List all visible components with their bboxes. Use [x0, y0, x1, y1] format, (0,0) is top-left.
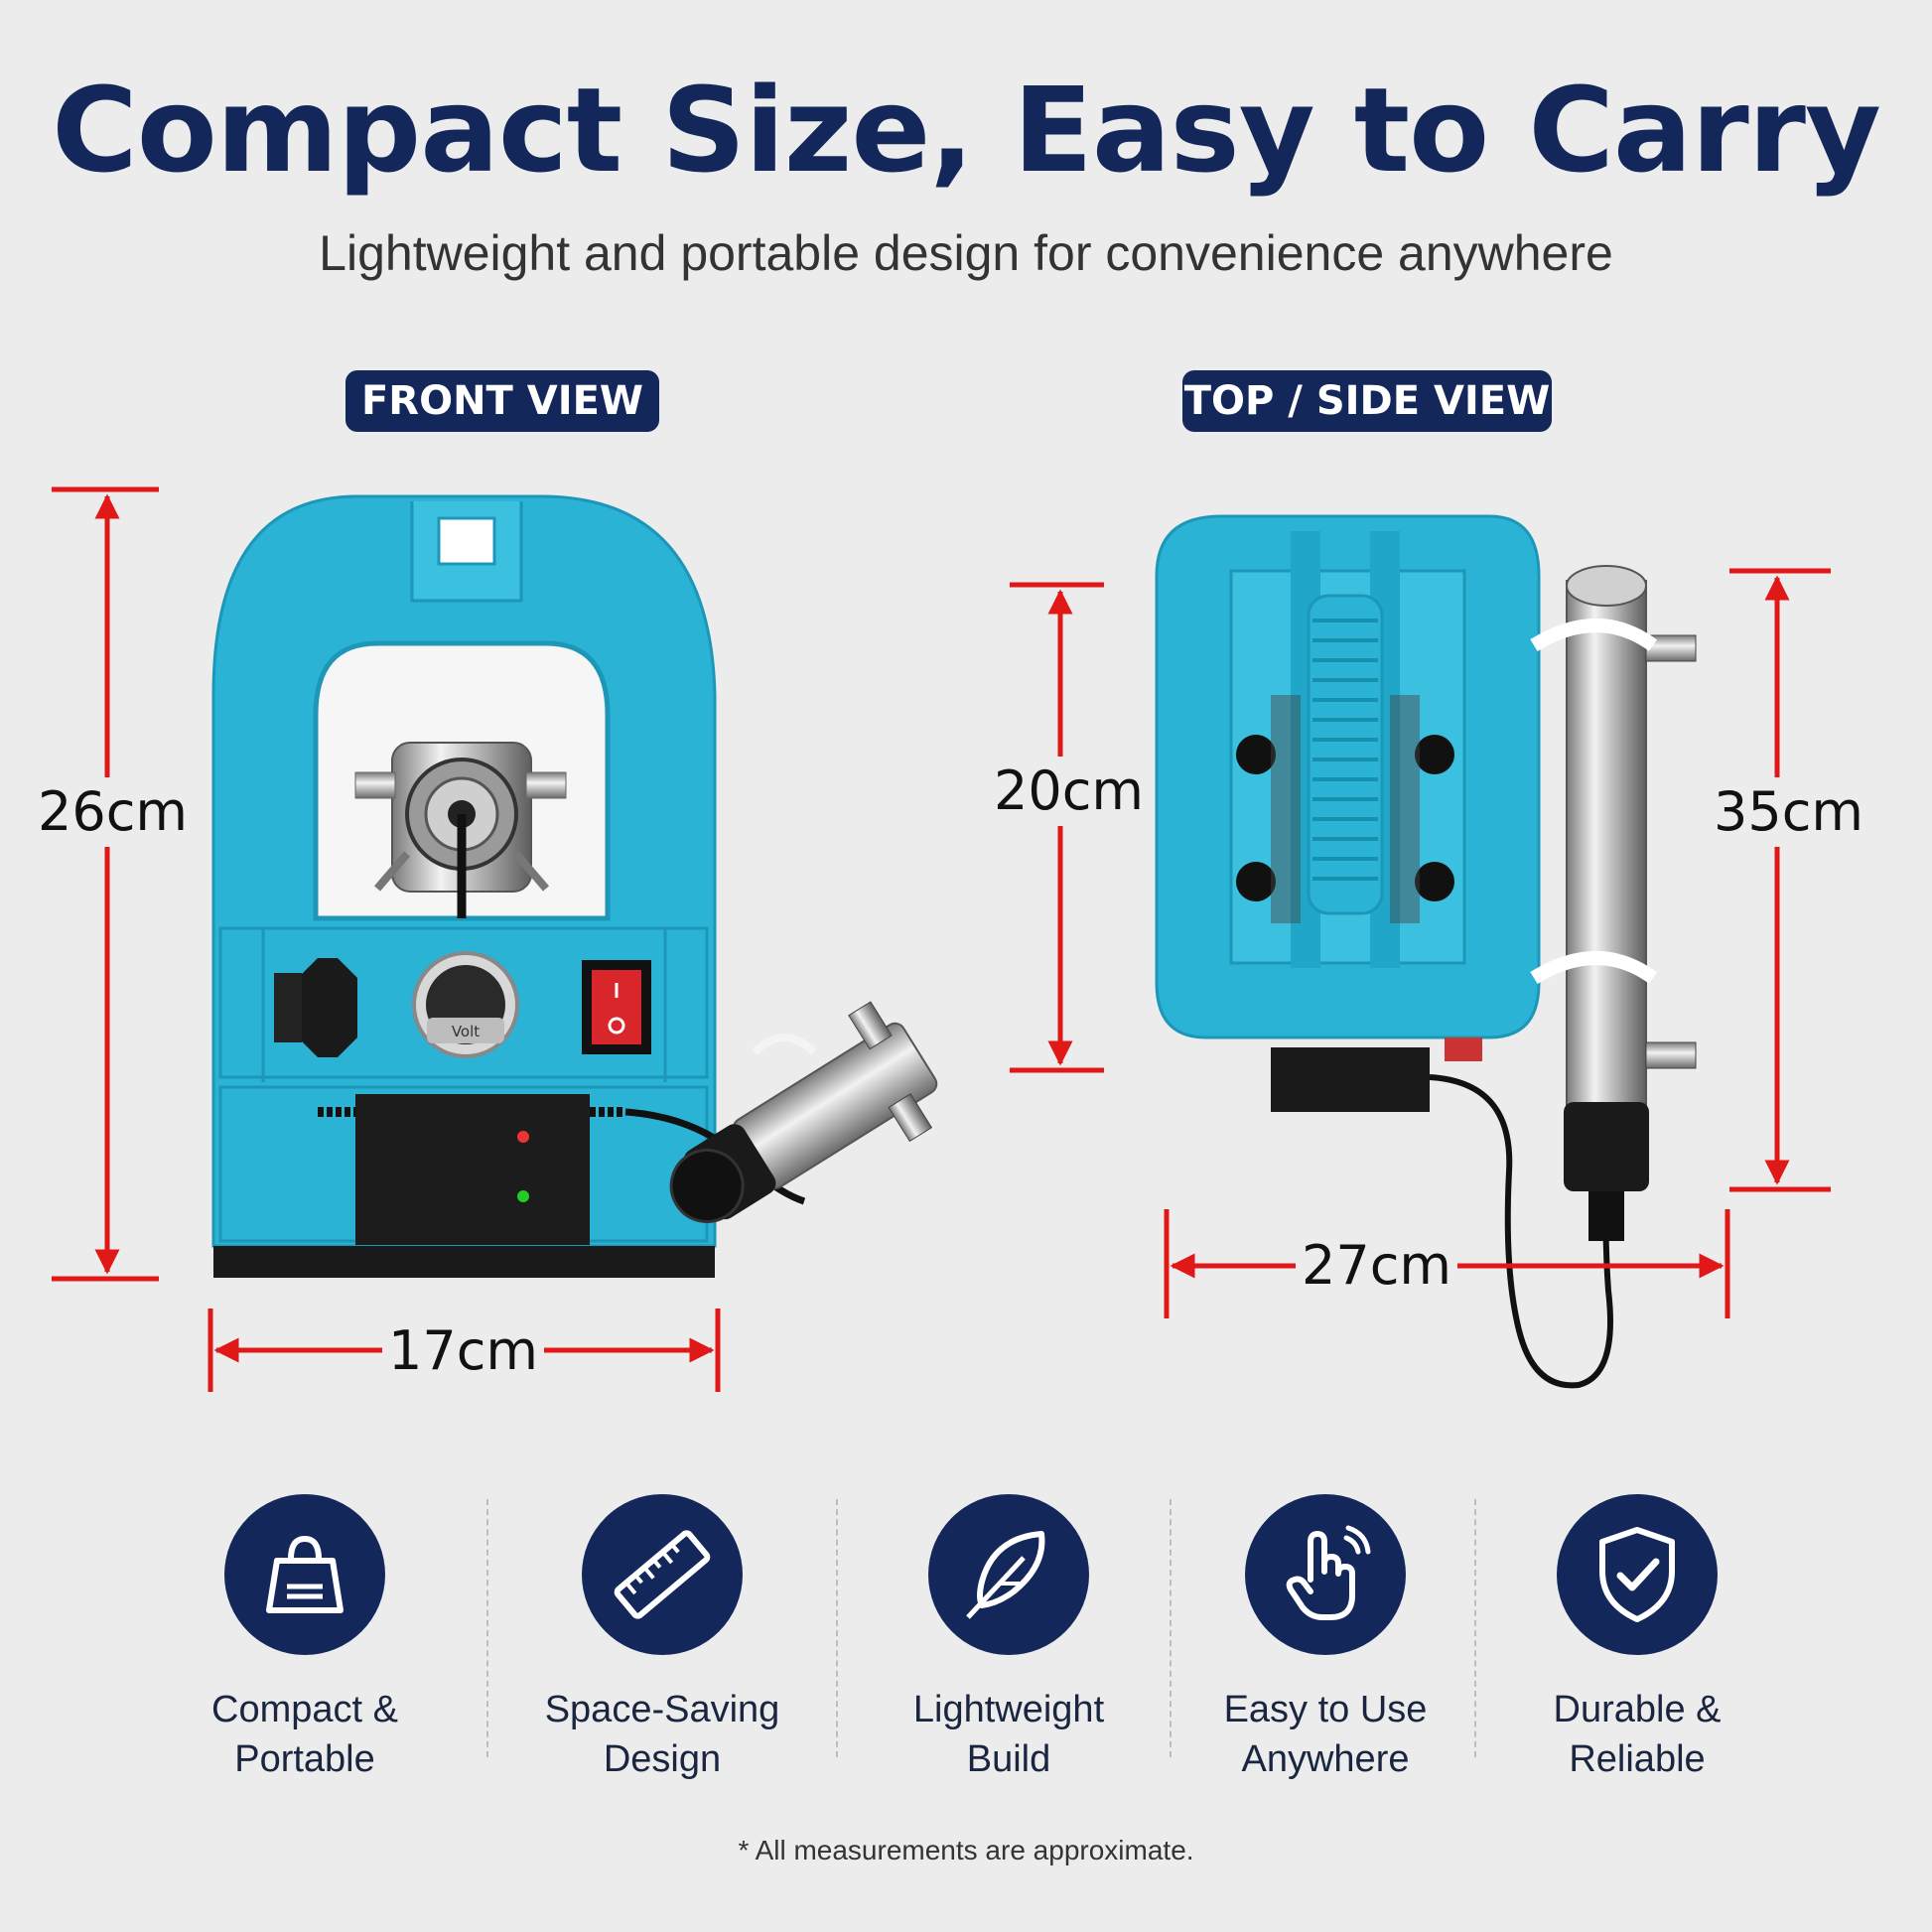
- measurement-note: * All measurements are approximate.: [738, 1835, 1194, 1865]
- front-height-dimension: 26cm: [32, 777, 195, 847]
- shield-check-icon: [1557, 1494, 1718, 1655]
- page-title: Compact Size, Easy to Carry: [52, 62, 1881, 199]
- feature-label: Compact & Portable: [211, 1689, 398, 1780]
- side-width-dimension: 27cm: [1296, 1231, 1458, 1301]
- feature-label: Lightweight Build: [912, 1689, 1105, 1780]
- feature-lightweight: Lightweight Build: [860, 1494, 1158, 1784]
- feather-icon: [928, 1494, 1089, 1655]
- page-subtitle: Lightweight and portable design for conv…: [319, 225, 1613, 281]
- feature-space-saving: Space-Saving Design: [513, 1494, 811, 1784]
- tap-hand-icon: [1245, 1494, 1406, 1655]
- ruler-icon: [582, 1494, 743, 1655]
- feature-easy-to-use: Easy to Use Anywhere: [1176, 1494, 1474, 1784]
- feature-durable: Durable & Reliable: [1488, 1494, 1786, 1784]
- side-height-dimension: 20cm: [988, 757, 1151, 826]
- feature-divider: [836, 1499, 838, 1757]
- feature-compact-portable: Compact & Portable: [156, 1494, 454, 1784]
- shopping-bag-icon: [224, 1494, 385, 1655]
- tube-length-dimension: 35cm: [1708, 777, 1870, 847]
- feature-divider: [1474, 1499, 1476, 1757]
- feature-label: Space-Saving Design: [544, 1689, 780, 1780]
- feature-label: Easy to Use Anywhere: [1223, 1689, 1428, 1780]
- front-view-label: FRONT VIEW: [345, 370, 659, 432]
- front-view-device: Volt: [211, 494, 938, 1278]
- front-width-dimension: 17cm: [382, 1316, 545, 1386]
- feature-label: Durable & Reliable: [1553, 1689, 1722, 1780]
- feature-divider: [1170, 1499, 1172, 1757]
- side-view-label: TOP / SIDE VIEW: [1182, 370, 1552, 432]
- feature-divider: [486, 1499, 488, 1757]
- volt-label: Volt: [452, 1023, 480, 1040]
- side-view-device: [1155, 514, 1697, 1389]
